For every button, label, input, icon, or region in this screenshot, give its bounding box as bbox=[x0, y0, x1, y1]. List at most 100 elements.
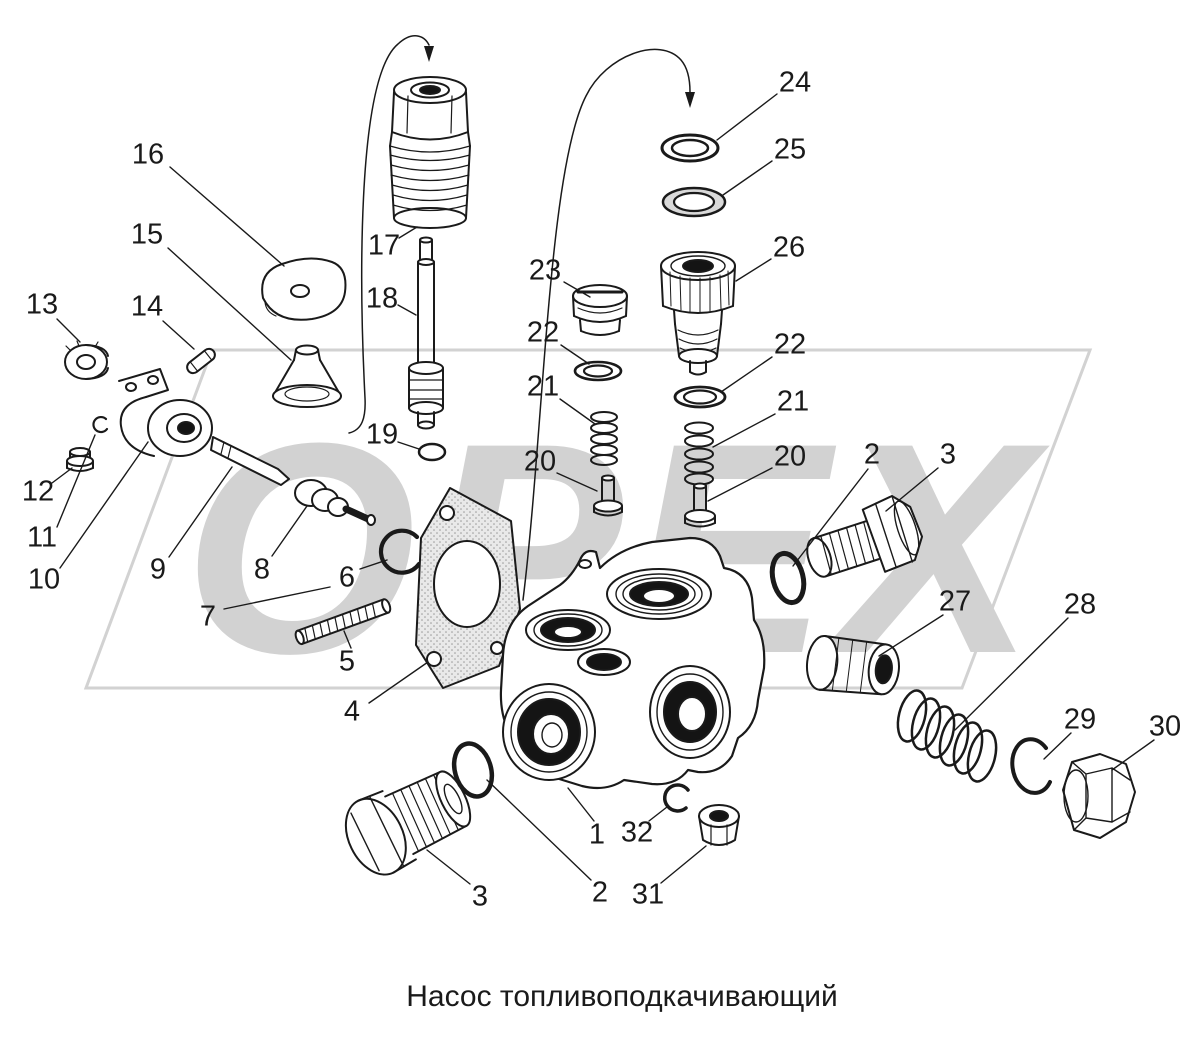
leader-line-9 bbox=[168, 466, 233, 558]
part-18-stem bbox=[408, 236, 444, 430]
callout-13: 13 bbox=[25, 288, 59, 321]
leader-line-32 bbox=[648, 806, 668, 822]
leader-line-19 bbox=[397, 441, 420, 450]
callout-7: 7 bbox=[199, 600, 217, 633]
callout-27: 27 bbox=[938, 585, 972, 618]
part-29-snap-ring bbox=[1010, 737, 1052, 795]
leader-line-14 bbox=[162, 320, 195, 350]
callout-1: 1 bbox=[588, 818, 606, 851]
part-28-spring bbox=[896, 689, 998, 783]
callout-6: 6 bbox=[338, 561, 356, 594]
part-9-pin bbox=[210, 436, 290, 486]
part-16-plate bbox=[261, 257, 347, 321]
callout-3-right: 3 bbox=[939, 438, 957, 471]
leader-line-2-bottom bbox=[486, 779, 592, 881]
callout-3-bottom: 3 bbox=[471, 880, 489, 913]
part-12-plug bbox=[66, 447, 94, 472]
leader-line-3-right bbox=[885, 467, 939, 512]
diagram-title: Насос топливоподкачивающий bbox=[406, 980, 838, 1013]
leader-line-20-left bbox=[556, 472, 598, 492]
leader-line-12 bbox=[51, 467, 73, 484]
leader-line-5 bbox=[343, 630, 352, 649]
leader-line-25 bbox=[722, 160, 773, 196]
part-31-nut bbox=[698, 804, 740, 846]
part-4-gasket bbox=[415, 487, 521, 689]
part-22-ring-right bbox=[673, 385, 727, 409]
leader-line-27 bbox=[878, 614, 944, 657]
leader-line-22-right bbox=[720, 356, 773, 393]
callout-29: 29 bbox=[1063, 703, 1097, 736]
callout-32: 32 bbox=[620, 816, 654, 849]
callout-22-left: 22 bbox=[526, 316, 560, 349]
callout-4: 4 bbox=[343, 695, 361, 728]
part-8-plunger bbox=[294, 479, 376, 526]
part-pump-body bbox=[499, 536, 766, 790]
leader-line-3-bottom bbox=[426, 849, 471, 885]
part-11-clip bbox=[92, 416, 109, 434]
callout-10: 10 bbox=[27, 563, 61, 596]
parts-art bbox=[51, 35, 1155, 885]
assembly-arrow-left bbox=[348, 35, 434, 434]
part-20-valve-left bbox=[593, 474, 623, 517]
callout-31: 31 bbox=[631, 878, 665, 911]
part-6-circlip bbox=[378, 528, 422, 575]
callout-28: 28 bbox=[1063, 588, 1097, 621]
part-22-washer-left bbox=[573, 360, 623, 382]
leader-line-20-right bbox=[707, 467, 773, 502]
callout-30: 30 bbox=[1148, 710, 1182, 743]
part-15-tappet bbox=[272, 344, 342, 408]
part-30-plug bbox=[1062, 753, 1136, 839]
assembly-arrow-right bbox=[522, 48, 695, 601]
part-21-spring-left bbox=[590, 411, 618, 466]
leader-line-4 bbox=[368, 661, 429, 704]
part-2-oring-bottom bbox=[451, 741, 495, 799]
callout-5: 5 bbox=[338, 645, 356, 678]
callout-8: 8 bbox=[253, 553, 271, 586]
callout-2-bottom: 2 bbox=[591, 876, 609, 909]
callout-19: 19 bbox=[365, 418, 399, 451]
leader-line-21-left bbox=[559, 398, 596, 425]
leader-line-16 bbox=[169, 166, 285, 267]
part-25-washer bbox=[661, 186, 727, 218]
callout-20-right: 20 bbox=[773, 440, 807, 473]
leader-line-18 bbox=[397, 304, 417, 316]
leader-line-2-right bbox=[792, 468, 869, 567]
part-23-plug bbox=[572, 284, 628, 336]
leader-line-23 bbox=[563, 281, 591, 298]
leader-line-10 bbox=[59, 441, 149, 569]
callout-9: 9 bbox=[149, 553, 167, 586]
part-19-ring bbox=[417, 442, 447, 462]
callout-23: 23 bbox=[528, 254, 562, 287]
part-10-rocker bbox=[118, 368, 213, 457]
leader-line-31 bbox=[660, 845, 707, 884]
part-24-ring bbox=[660, 133, 720, 163]
callout-2-right: 2 bbox=[863, 438, 881, 471]
leader-line-30 bbox=[1111, 739, 1155, 771]
callout-22-right: 22 bbox=[773, 328, 807, 361]
part-2-oring-right bbox=[769, 550, 807, 606]
part-32-clip bbox=[662, 783, 690, 813]
callout-20-left: 20 bbox=[523, 445, 557, 478]
callout-17: 17 bbox=[367, 229, 401, 262]
part-26-fitting bbox=[660, 251, 736, 376]
leader-line-22-left bbox=[560, 344, 590, 365]
callout-21-right: 21 bbox=[776, 385, 810, 418]
leader-line-1 bbox=[567, 787, 595, 822]
callout-15: 15 bbox=[130, 218, 164, 251]
leader-line-17 bbox=[398, 226, 418, 239]
leader-line-26 bbox=[735, 258, 772, 282]
leader-line-29 bbox=[1043, 732, 1072, 760]
callout-12: 12 bbox=[21, 475, 55, 508]
leader-line-6 bbox=[359, 559, 388, 570]
callout-11: 11 bbox=[26, 521, 58, 554]
leader-line-11 bbox=[56, 434, 96, 528]
leader-line-8 bbox=[271, 505, 308, 557]
callout-25: 25 bbox=[773, 133, 807, 166]
part-3-plug-bottom bbox=[344, 770, 472, 876]
callout-26: 26 bbox=[772, 231, 806, 264]
part-17-fitting bbox=[389, 76, 471, 229]
leader-lines bbox=[51, 93, 1155, 885]
part-5-stud bbox=[294, 598, 392, 646]
